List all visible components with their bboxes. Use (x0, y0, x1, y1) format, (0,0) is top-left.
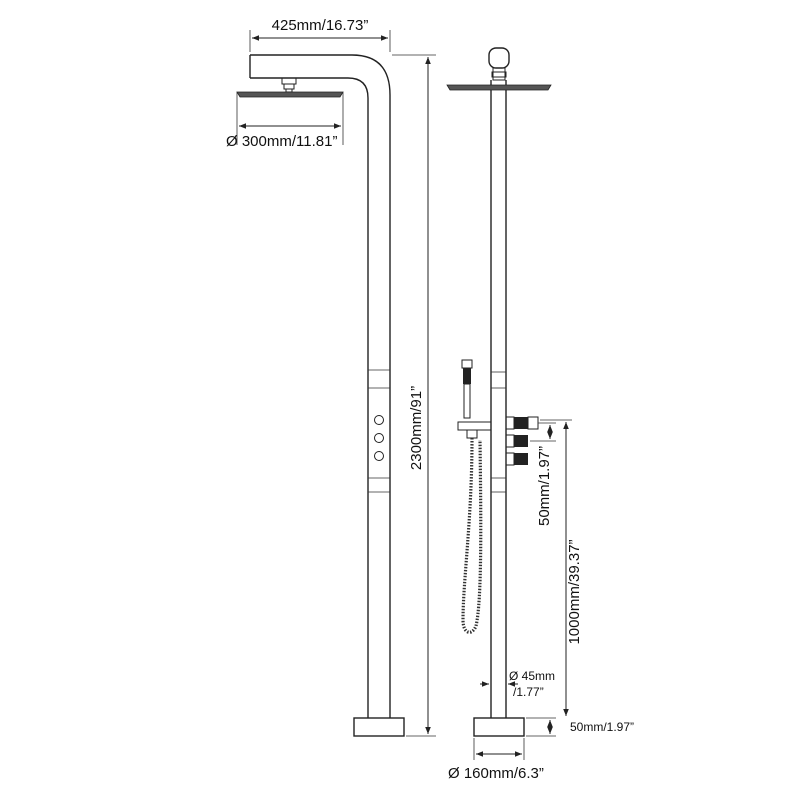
dim-head-diameter: Ø 300mm/11.81” (226, 123, 341, 150)
front-base (473, 717, 525, 737)
base-diameter-label: Ø 160mm/6.3” (448, 765, 544, 782)
side-view: 425mm/16.73” Ø 300mm/11.81” 2300mm/91” (226, 17, 436, 737)
total-height-label: 2300mm/91” (408, 386, 425, 470)
valve-spacing-label: 50mm/1.97” (536, 446, 553, 526)
hand-shower (457, 359, 492, 634)
dim-total-height: 2300mm/91” (392, 54, 436, 737)
arm-length-label: 425mm/16.73” (272, 17, 369, 34)
side-shower-head (236, 77, 344, 145)
front-valve-handles (505, 416, 539, 466)
dim-valve-spacing: 50mm/1.97” (530, 422, 556, 526)
front-view: 50mm/1.97” 1000mm/39.37” Ø 45mm /1.77” 5… (446, 47, 634, 782)
side-base (353, 717, 405, 737)
base-height-label: 50mm/1.97” (570, 720, 634, 734)
dim-base-height: 50mm/1.97” (526, 717, 634, 737)
head-diameter-label: Ø 300mm/11.81” (226, 133, 337, 150)
side-column-inner (250, 77, 369, 718)
dim-valve-height: 1000mm/39.37” (540, 419, 583, 716)
side-column-outer (250, 54, 391, 718)
dim-base-diameter: Ø 160mm/6.3” (448, 738, 544, 782)
side-control-knobs (374, 415, 384, 461)
valve-height-label: 1000mm/39.37” (566, 539, 583, 644)
pipe-diameter-in-label: /1.77” (513, 685, 544, 699)
dim-pipe-diameter: Ø 45mm /1.77” (480, 669, 555, 699)
front-shower-head (446, 47, 552, 91)
hose (461, 437, 483, 634)
dim-arm-length: 425mm/16.73” (249, 17, 391, 52)
pipe-diameter-mm-label: Ø 45mm (509, 669, 555, 683)
